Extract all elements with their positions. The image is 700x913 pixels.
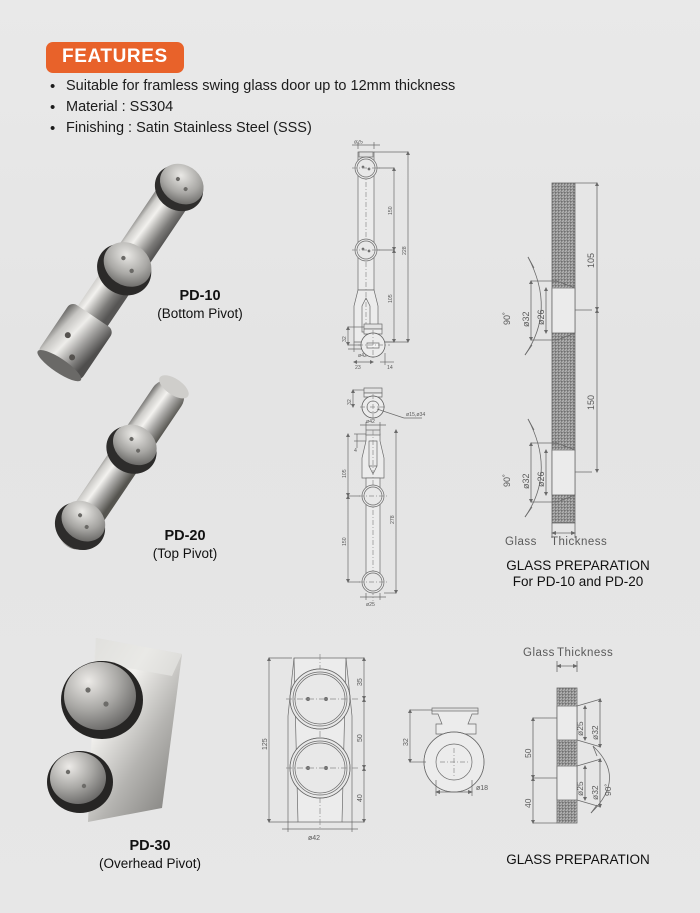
dim-gp-top-angle: 90˚ <box>502 312 512 325</box>
dim-gp30-dia32-a: ø32 <box>590 725 600 740</box>
pd-30-front-view-drawing: 125 35 50 40 ø42 <box>256 644 416 844</box>
feature-item: Finishing : Satin Stainless Steel (SSS) <box>46 118 606 139</box>
dim-pd30-boss-dia: ø18 <box>476 785 488 792</box>
glass-thickness-label-top-1: Glass <box>505 536 537 548</box>
pd-20-code: PD-20 <box>164 528 206 544</box>
pd-20-subtitle: (Top Pivot) <box>152 546 218 561</box>
dim-pd20-lower: 150 <box>342 537 348 546</box>
dim-gp-bot-inner: ø26 <box>536 471 546 487</box>
dim-pd20-hole-dia: ø15,ø34 <box>406 412 425 418</box>
pd-20-technical-drawing: 32 ø15,ø34 ø42 <box>340 386 475 611</box>
dim-pd20-sec-h: 32 <box>347 399 353 405</box>
pd-30-code: PD-30 <box>129 838 171 854</box>
pd-20-product-photo <box>20 360 220 575</box>
dim-gp-150: 150 <box>586 395 596 410</box>
features-list: Suitable for framless swing glass door u… <box>46 76 606 139</box>
dim-pd20-offset: 4 <box>354 448 357 454</box>
gp-bot-title: GLASS PREPARATION <box>506 852 650 867</box>
dim-gp30-edge: 40 <box>523 798 533 808</box>
feature-item: Material : SS304 <box>46 97 606 118</box>
pd-10-code: PD-10 <box>179 288 221 304</box>
dim-pd10-total: 228 <box>402 246 408 255</box>
pd-10-subtitle: (Bottom Pivot) <box>157 306 243 321</box>
pd-10-caption: PD-10 (Bottom Pivot) <box>125 288 275 322</box>
pd-20-caption: PD-20 (Top Pivot) <box>110 528 260 562</box>
dim-pd20-shaft-dia: ø25 <box>366 602 375 608</box>
dim-pd30-side-h: 32 <box>403 738 410 746</box>
dim-pd20-total: 278 <box>390 515 396 524</box>
dim-gp30-dia25-a: ø25 <box>575 721 585 736</box>
dim-gp-top-outer: ø32 <box>521 311 531 327</box>
dim-pd10-sec-w: 23 <box>355 365 361 371</box>
dim-gp-bot-angle: 90˚ <box>502 474 512 487</box>
dim-gp-105: 105 <box>586 253 596 268</box>
pd-30-side-view-drawing: 32 ø18 <box>392 694 517 819</box>
dim-pd30-height: 125 <box>262 738 269 750</box>
dim-gp-bot-outer: ø32 <box>521 473 531 489</box>
dim-pd10-sec-h: 32 <box>342 336 348 342</box>
dim-gp30-angle: 90˚ <box>603 784 613 796</box>
dim-pd20-body-dia: ø42 <box>366 419 375 425</box>
feature-item: Suitable for framless swing glass door u… <box>46 76 606 97</box>
dim-pd30-width-dia: ø42 <box>308 835 320 842</box>
glass-thickness-label-bot-2: Thickness <box>557 647 614 659</box>
pd-10-product-photo <box>30 150 220 390</box>
dim-pd10-top-dia: ø25 <box>354 140 363 145</box>
dim-pd30-spacing: 50 <box>357 734 364 742</box>
dim-pd30-bot-gap: 40 <box>357 794 364 802</box>
dim-pd10-mid: 150 <box>388 206 394 215</box>
dim-pd10-lower: 105 <box>388 294 394 303</box>
dim-pd10-sec-t: 14 <box>387 365 393 371</box>
dim-pd20-upper: 105 <box>342 469 348 478</box>
glass-preparation-bottom-drawing: ø25 ø32 ø25 ø32 90˚ 50 <box>505 658 680 843</box>
glass-preparation-top-drawing: 90˚ ø32 ø26 105 90˚ <box>480 150 675 550</box>
pd-30-subtitle: (Overhead Pivot) <box>98 856 202 871</box>
dim-gp-top-inner: ø26 <box>536 309 546 325</box>
pd-10-section-view: 32 23 14 <box>336 318 426 374</box>
gp-top-title-line1: GLASS PREPARATION <box>506 558 650 573</box>
gp-top-title-line2: For PD-10 and PD-20 <box>512 574 644 589</box>
glass-preparation-top-title: GLASS PREPARATION For PD-10 and PD-20 <box>478 558 678 590</box>
glass-thickness-label-bot-1: Glass <box>523 647 555 659</box>
glass-thickness-label-top-2: Thickness <box>551 536 608 548</box>
pd-30-caption: PD-30 (Overhead Pivot) <box>60 838 240 872</box>
features-badge: FEATURES <box>46 42 184 73</box>
pd-10-technical-drawing: ø25 150 105 228 ø42 <box>332 140 452 370</box>
glass-preparation-bottom-title: GLASS PREPARATION <box>478 852 678 868</box>
dim-pd10-body-dia: ø42 <box>358 353 367 359</box>
dim-gp30-dia32-b: ø32 <box>590 785 600 800</box>
dim-gp30-spacing: 50 <box>523 748 533 758</box>
dim-pd30-top-gap: 35 <box>357 678 364 686</box>
dim-gp30-dia25-b: ø25 <box>575 781 585 796</box>
pd-30-product-photo <box>30 632 215 837</box>
